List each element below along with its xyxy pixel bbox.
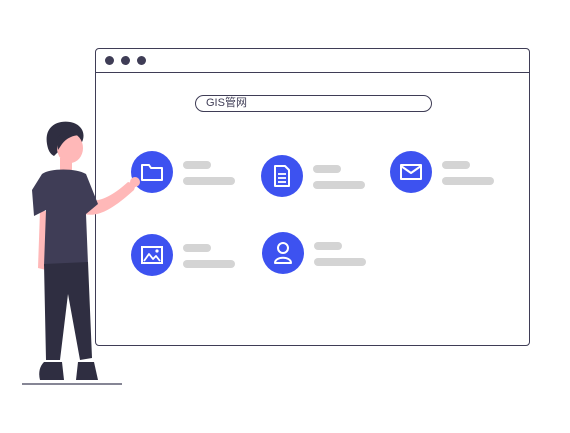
- document-icon: [274, 165, 290, 187]
- app-icon-button[interactable]: [262, 232, 304, 274]
- neck: [60, 158, 72, 172]
- window-control-dot[interactable]: [105, 56, 114, 65]
- shirt: [32, 169, 98, 266]
- placeholder-subtitle: [313, 181, 365, 189]
- right-arm: [82, 182, 136, 215]
- mail-icon: [400, 164, 422, 180]
- placeholder-subtitle: [314, 258, 366, 266]
- left-shoe: [39, 362, 64, 380]
- window-title-bar: [96, 49, 529, 73]
- placeholder-title: [183, 161, 211, 169]
- app-tile-document[interactable]: [261, 155, 371, 199]
- placeholder-title: [442, 161, 470, 169]
- placeholder-title: [313, 165, 341, 173]
- app-icon-button[interactable]: [131, 234, 173, 276]
- search-input[interactable]: GIS管网: [195, 95, 432, 112]
- placeholder-subtitle: [442, 177, 494, 185]
- window-control-dot[interactable]: [121, 56, 130, 65]
- image-icon: [141, 246, 163, 264]
- app-icon-button[interactable]: [390, 151, 432, 193]
- placeholder-title: [314, 242, 342, 250]
- placeholder-subtitle: [183, 260, 235, 268]
- placeholder-title: [183, 244, 211, 252]
- app-tile-image[interactable]: [131, 234, 241, 278]
- window-control-dot[interactable]: [137, 56, 146, 65]
- right-shoe: [76, 362, 98, 380]
- browser-window: GIS管网: [95, 48, 530, 346]
- user-icon: [274, 242, 292, 264]
- app-tile-user[interactable]: [262, 232, 372, 276]
- person-illustration: [22, 121, 140, 385]
- pants: [44, 262, 92, 360]
- folder-icon: [141, 164, 163, 181]
- pointing-hand: [130, 177, 140, 187]
- search-text: GIS管网: [206, 97, 247, 109]
- app-icon-button[interactable]: [261, 155, 303, 197]
- placeholder-subtitle: [183, 177, 235, 185]
- app-tile-mail[interactable]: [390, 151, 500, 195]
